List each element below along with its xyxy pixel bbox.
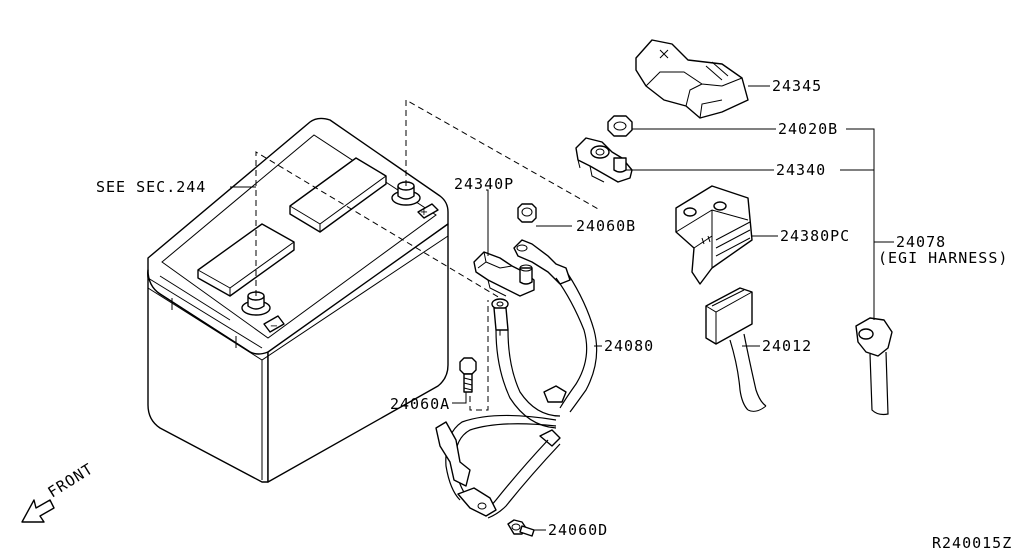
label-24020B: 24020B (778, 120, 838, 138)
front-direction-indicator: FRONT (21, 460, 97, 523)
label-24078-harness: (EGI HARNESS) (878, 249, 1008, 267)
minus-icon: − (270, 321, 278, 332)
terminal-cover-24345 (635, 39, 749, 119)
guide-lines (255, 99, 601, 411)
bolt-24060A (459, 357, 477, 393)
bolt-24060D (507, 519, 535, 537)
label-24340: 24340 (776, 161, 826, 179)
egi-harness-24078 (855, 317, 893, 416)
label-24012: 24012 (762, 337, 812, 355)
label-24380PC: 24380PC (780, 227, 850, 245)
nut-24060B (517, 203, 537, 223)
label-24060A: 24060A (390, 395, 450, 413)
label-see-sec-244: SEE SEC.244 (96, 178, 206, 196)
nut-24020B (607, 115, 633, 137)
positive-clamp-24340 (575, 137, 633, 183)
label-24060D: 24060D (548, 521, 608, 539)
diagram-id: R240015Z (932, 534, 1012, 552)
front-label: FRONT (45, 460, 97, 502)
fusible-link-24012 (705, 287, 767, 412)
label-24078: 24078 (896, 233, 946, 251)
battery-cable-24080 (435, 239, 598, 519)
label-24080: 24080 (604, 337, 654, 355)
plus-icon: + (420, 207, 428, 218)
negative-clamp-24340P (473, 251, 535, 297)
label-24345: 24345 (772, 77, 822, 95)
label-24060B: 24060B (576, 217, 636, 235)
connector-24380PC (675, 185, 753, 285)
battery: + − (147, 117, 449, 483)
label-24340P: 24340P (454, 175, 514, 193)
part-labels: SEE SEC.244 24345 24020B 24340 24340P 24… (96, 77, 1012, 552)
front-arrow-icon (21, 499, 55, 523)
leader-lines (230, 85, 894, 531)
